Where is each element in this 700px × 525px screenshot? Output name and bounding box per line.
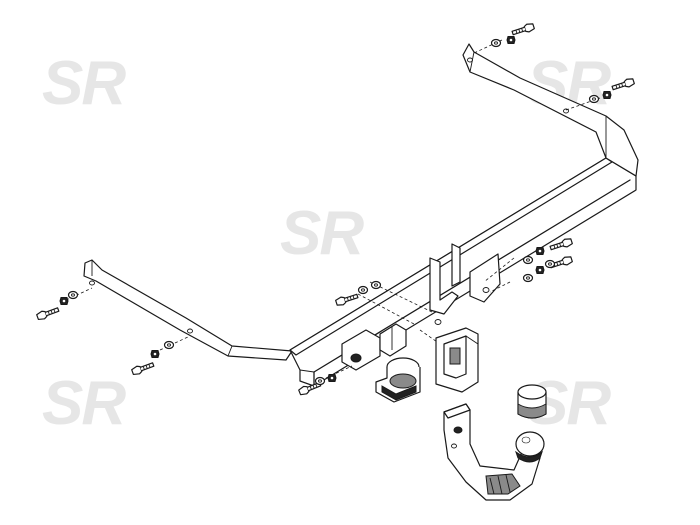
nut-icon	[150, 350, 160, 358]
washer-icon	[370, 280, 382, 290]
washer-icon	[588, 94, 600, 104]
nut-icon	[506, 36, 516, 44]
washer-icon	[544, 259, 556, 269]
washer-icon	[490, 38, 502, 48]
washer-icon	[522, 273, 534, 283]
bolt-icon	[334, 291, 360, 308]
nut-icon	[59, 297, 69, 305]
nut-icon	[535, 266, 545, 274]
bolt-icon	[510, 21, 536, 38]
bolt-icon	[130, 360, 156, 377]
socket-bushing	[375, 357, 421, 403]
tow-ball-icon	[443, 403, 545, 501]
nut-icon	[535, 247, 545, 255]
washer-icon	[357, 285, 369, 295]
washer-icon	[522, 255, 534, 265]
nut-icon	[327, 374, 337, 382]
washer-icon	[67, 290, 79, 300]
socket-plate	[435, 327, 479, 393]
bolt-icon	[35, 305, 61, 322]
watermark-text: SR	[42, 49, 126, 118]
bolt-icon	[610, 76, 636, 93]
receiver-bracket	[341, 243, 501, 371]
watermark-text: SR	[42, 369, 126, 438]
ball-cap-icon	[517, 384, 547, 419]
washer-icon	[314, 376, 326, 386]
nut-icon	[602, 91, 612, 99]
watermark-text: SR	[280, 199, 364, 268]
washer-icon	[163, 340, 175, 350]
